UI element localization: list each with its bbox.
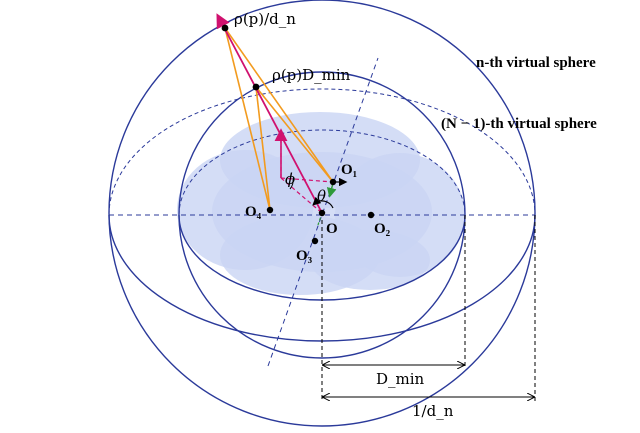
point-o1 bbox=[329, 178, 337, 186]
point-o bbox=[318, 209, 326, 217]
ray-o4-to-outer bbox=[224, 27, 271, 211]
label-p-dmin: ρ(p)D_min bbox=[272, 66, 351, 84]
magenta-dashed-guides bbox=[280, 133, 334, 214]
ray-o1-to-inner bbox=[255, 86, 334, 183]
point-o4 bbox=[266, 206, 274, 214]
label-o1: O₁ bbox=[341, 162, 357, 178]
label-o: O bbox=[326, 221, 338, 237]
guide-to-o1 bbox=[280, 177, 334, 183]
inner-sphere-equator-back bbox=[178, 129, 466, 216]
orange-rays bbox=[224, 27, 334, 211]
ray-o4-to-inner bbox=[255, 86, 271, 211]
point-o2 bbox=[367, 211, 375, 219]
drop-lines bbox=[321, 215, 536, 402]
points bbox=[221, 24, 375, 245]
label-nth-sphere: n-th virtual sphere bbox=[476, 55, 596, 71]
magenta-ray bbox=[216, 13, 323, 214]
label-phi: ϕ bbox=[285, 170, 295, 188]
ray-o1-to-outer bbox=[224, 27, 334, 183]
label-o3: O₃ bbox=[296, 248, 313, 264]
label-o2: O₂ bbox=[374, 221, 391, 237]
label-one-over-dn: 1/d_n bbox=[412, 402, 454, 420]
point-p-outer bbox=[221, 24, 229, 32]
label-o4: O₄ bbox=[245, 204, 262, 220]
label-theta: θ bbox=[317, 187, 326, 205]
point-o3 bbox=[311, 237, 319, 245]
guide-to-o bbox=[280, 177, 323, 214]
theta-arc bbox=[312, 196, 334, 209]
phi-arc bbox=[289, 177, 294, 190]
label-dmin: D_min bbox=[376, 370, 425, 388]
nth-sphere-equator-back bbox=[108, 88, 536, 216]
point-p-inner bbox=[252, 83, 260, 91]
label-p-over-dn: ρ(p)/d_n bbox=[234, 10, 296, 28]
label-n-minus-1-sphere: (N − 1)-th virtual sphere bbox=[441, 116, 597, 132]
